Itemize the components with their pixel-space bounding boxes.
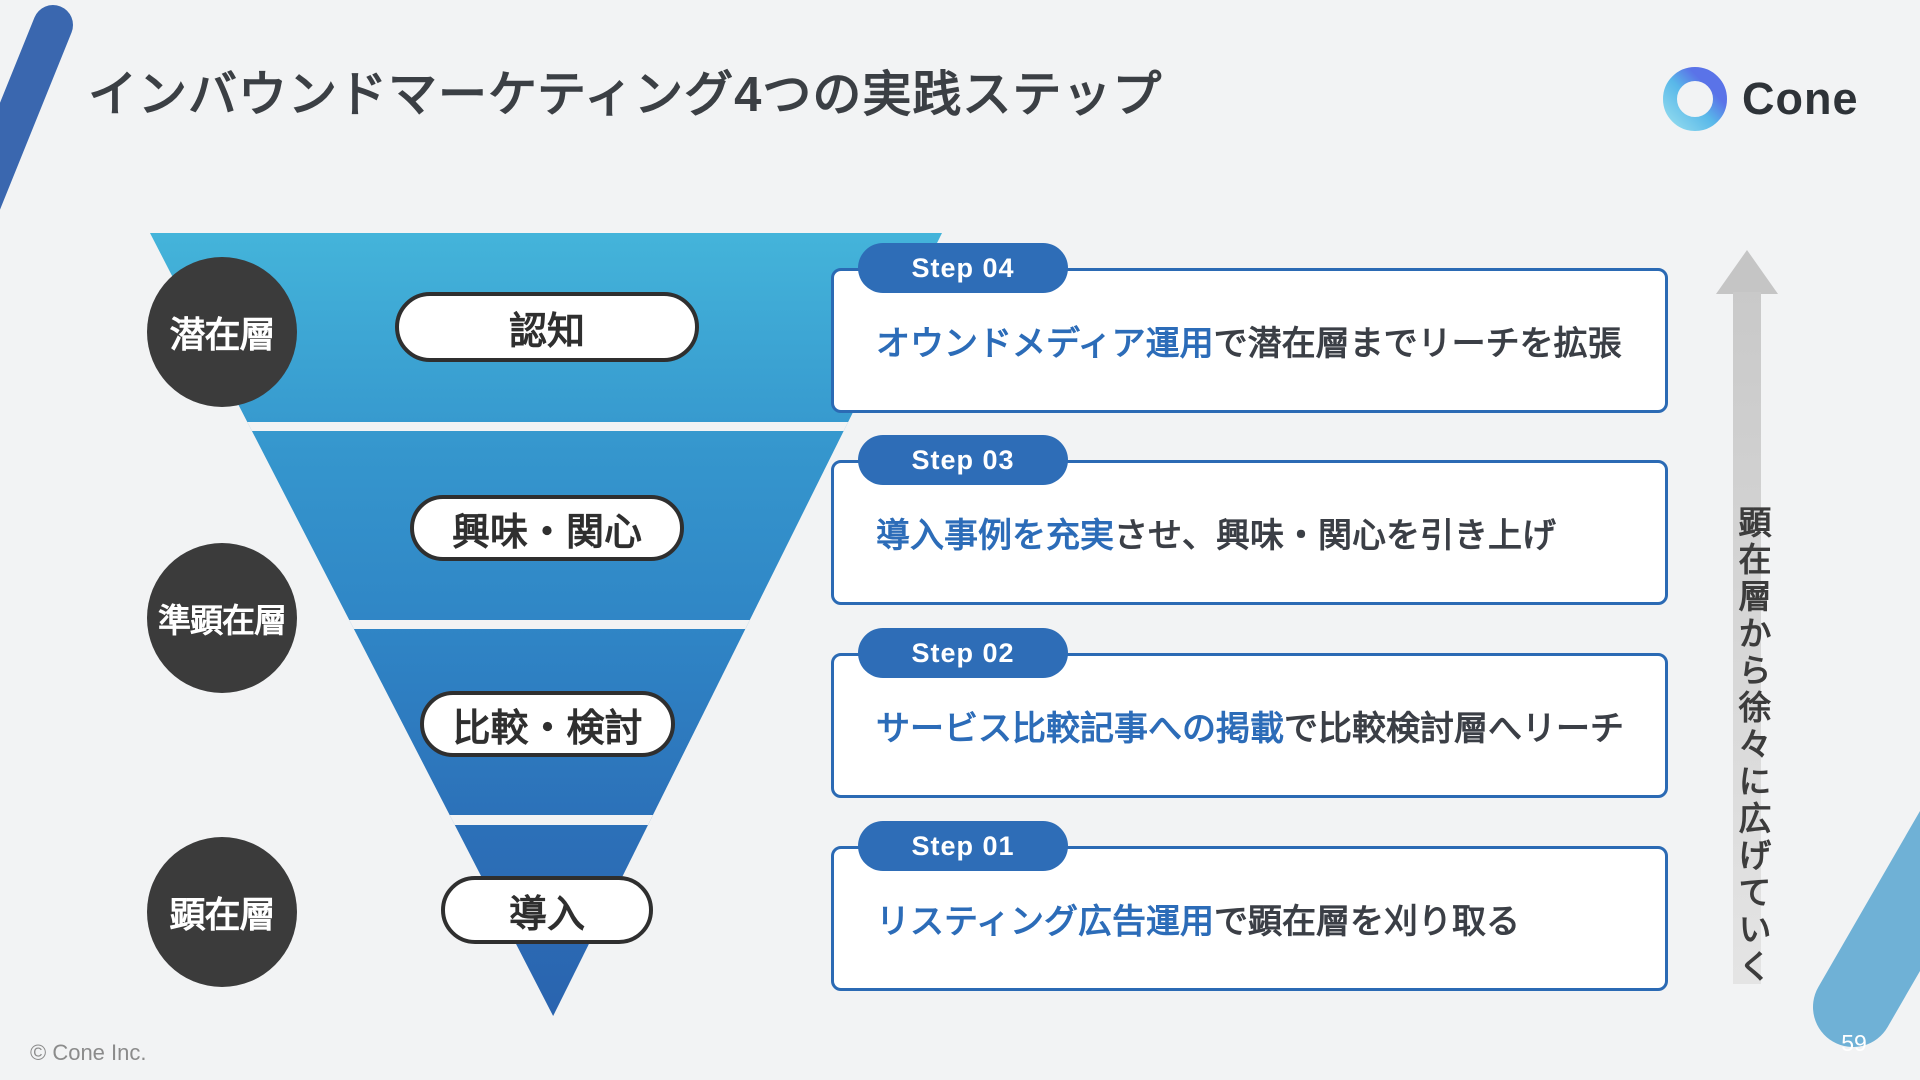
- step-card-01-rest: で顕在層を刈り取る: [1213, 903, 1520, 941]
- step-card-01-text: リスティング広告運用で顕在層を刈り取る: [876, 894, 1520, 943]
- corner-bar-top-left: [0, 0, 80, 237]
- funnel-stage-awareness: 認知: [395, 292, 699, 362]
- logo-wordmark: Cone: [1742, 73, 1859, 124]
- page-title: インバウンドマーケティング4つの実践ステップ: [88, 68, 1163, 122]
- layer-circle-apparent: 顕在層: [147, 837, 297, 987]
- step-card-03-text: 導入事例を充実させ、興味・関心を引き上げ: [876, 508, 1556, 557]
- step-card-04-highlight: オウンドメディア運用: [876, 325, 1214, 363]
- step-card-04-text: オウンドメディア運用で潜在層までリーチを拡張: [876, 316, 1622, 365]
- arrow-caption: 顕在層から徐々に広げていく: [1734, 505, 1771, 986]
- step-card-03-rest: させ、興味・関心を引き上げ: [1114, 517, 1556, 555]
- step-badge-03: Step 03: [858, 435, 1068, 485]
- funnel-stage-interest: 興味・関心: [410, 495, 684, 561]
- funnel-gap-3: [150, 815, 942, 825]
- logo: Cone: [1662, 66, 1859, 132]
- step-card-02-highlight: サービス比較記事への掲載: [876, 710, 1284, 748]
- layer-circle-semi-apparent: 準顕在層: [147, 543, 297, 693]
- copyright: © Cone Inc.: [30, 1040, 147, 1065]
- funnel-stage-adoption: 導入: [441, 876, 653, 944]
- step-card-02-text: サービス比較記事への掲載で比較検討層へリーチ: [876, 701, 1624, 750]
- up-arrow-shaft: [1733, 292, 1761, 984]
- funnel-gap-2: [150, 620, 942, 629]
- step-badge-02: Step 02: [858, 628, 1068, 678]
- step-card-01-highlight: リスティング広告運用: [876, 903, 1214, 941]
- step-badge-04: Step 04: [858, 243, 1068, 293]
- up-arrow-icon: [1716, 250, 1778, 294]
- layer-circle-latent: 潜在層: [147, 257, 297, 407]
- cone-logo-icon: [1662, 66, 1728, 132]
- funnel-stage-comparison: 比較・検討: [420, 691, 675, 757]
- step-card-01: リスティング広告運用で顕在層を刈り取る: [831, 846, 1668, 991]
- page-number: 59: [1841, 1030, 1867, 1056]
- step-badge-01: Step 01: [858, 821, 1068, 871]
- step-card-04-rest: で潜在層までリーチを拡張: [1213, 325, 1622, 363]
- corner-bar-bottom-right: [1798, 744, 1920, 1062]
- step-card-03-highlight: 導入事例を充実: [876, 517, 1114, 555]
- step-card-02-rest: で比較検討層へリーチ: [1284, 710, 1624, 748]
- funnel-gap-1: [150, 422, 942, 431]
